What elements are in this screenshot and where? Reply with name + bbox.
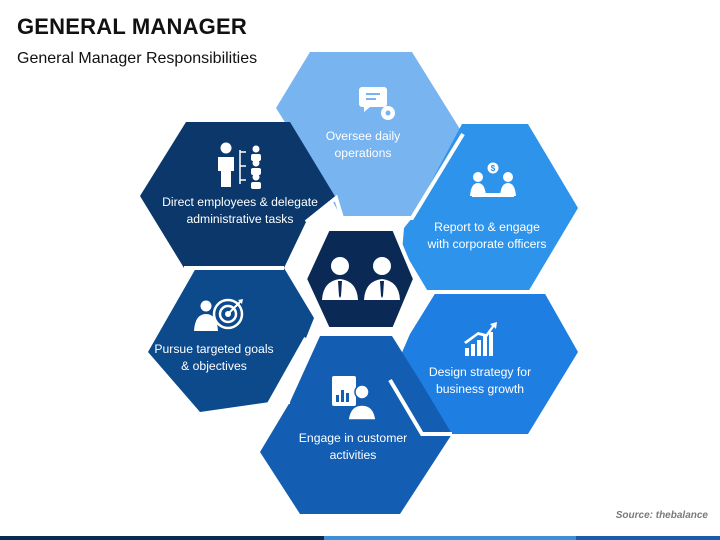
org-hierarchy-icon xyxy=(218,142,261,189)
segment-design-strategy-shape xyxy=(390,292,578,434)
segment-direct-employees-shape xyxy=(140,122,336,268)
svg-text:$: $ xyxy=(491,164,496,173)
bottom-accent-bar xyxy=(0,536,720,540)
bottom-bar-light xyxy=(324,536,576,540)
page-subtitle: General Manager Responsibilities xyxy=(17,50,258,67)
chat-gear-icon xyxy=(359,87,395,120)
meeting-table-icon: $ xyxy=(470,162,516,197)
source-note: Source: thebalance xyxy=(615,510,708,521)
bottom-bar-mid xyxy=(576,536,720,540)
segment-label-report: Report to & engage with corporate office… xyxy=(427,220,547,251)
page-title: GENERAL MANAGER xyxy=(17,14,247,39)
segment-engage-customer-shape xyxy=(260,336,452,514)
center-hexagon xyxy=(302,227,418,331)
bottom-bar-dark xyxy=(0,536,324,540)
segment-pursue-goals-shape xyxy=(148,268,314,412)
target-person-icon xyxy=(194,298,244,331)
two-businessmen-icon xyxy=(322,257,400,300)
segment-label-pursue-goals: Pursue targeted goals & objectives xyxy=(154,342,274,373)
customer-report-icon xyxy=(332,376,377,421)
growth-chart-icon xyxy=(464,322,497,356)
segment-report-shape xyxy=(402,124,578,292)
segment-label-direct-employees: Direct employees & delegate administrati… xyxy=(162,195,318,226)
segment-label-design-strategy: Design strategy for business growth xyxy=(428,365,532,396)
segment-label-oversee-operations: Oversee daily operations xyxy=(325,129,401,160)
segment-label-engage-customer: Engage in customer activities xyxy=(298,431,408,462)
